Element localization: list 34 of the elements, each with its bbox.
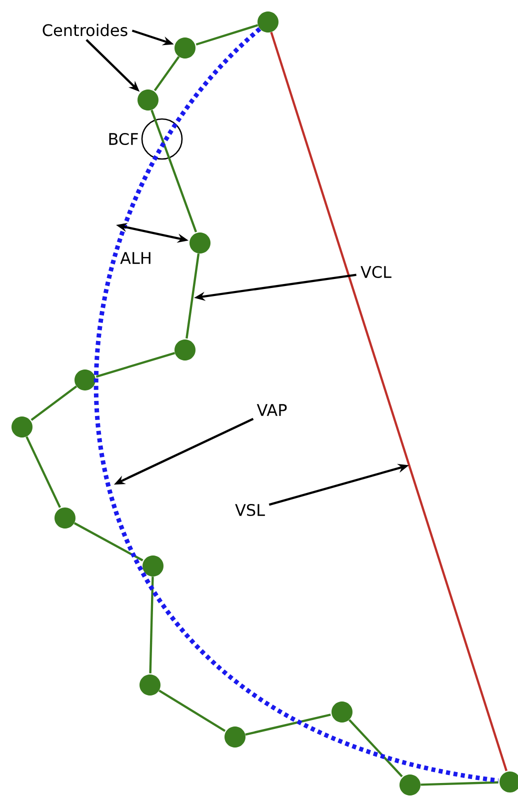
text-label: Centroides: [40, 22, 130, 38]
trajectory-segment: [74, 522, 144, 562]
trajectory-segment: [26, 436, 61, 508]
trajectory-segment: [196, 24, 258, 46]
trajectory-segment: [420, 781, 498, 786]
centroid-dot: [174, 38, 196, 58]
centroid-dot: [140, 674, 160, 696]
text-label: VCL: [358, 264, 394, 280]
edge-label: ALH: [119, 251, 153, 265]
trajectory-segment: [149, 576, 154, 674]
trajectory-segment: [154, 56, 180, 92]
trajectory-segment: [30, 386, 78, 421]
trajectory-segment: [348, 719, 403, 778]
text-label: VAP: [254, 402, 290, 418]
trajectory-segment: [245, 714, 331, 736]
trajectory-segment: [150, 110, 198, 232]
centroid-dot: [54, 508, 76, 528]
centroid-dot: [142, 556, 164, 576]
trajectory-segment: [158, 690, 226, 732]
text-label: BCF: [109, 132, 138, 146]
trajectory-segment: [96, 352, 176, 378]
centroid-dot: [174, 340, 196, 360]
average-path-curve: [94, 27, 499, 783]
centroid-dot: [138, 90, 158, 110]
centroid-dot: [332, 702, 352, 722]
centroid-dot: [74, 370, 96, 390]
text-label: VSL: [233, 502, 267, 518]
centroid-dot: [190, 232, 210, 254]
centroid-dot: [400, 774, 420, 796]
centroid-dot: [258, 12, 278, 32]
straight-line: [270, 32, 508, 772]
centroid-dot: [224, 726, 246, 748]
centroid-dot: [12, 416, 32, 438]
trajectory-segment: [186, 253, 200, 339]
